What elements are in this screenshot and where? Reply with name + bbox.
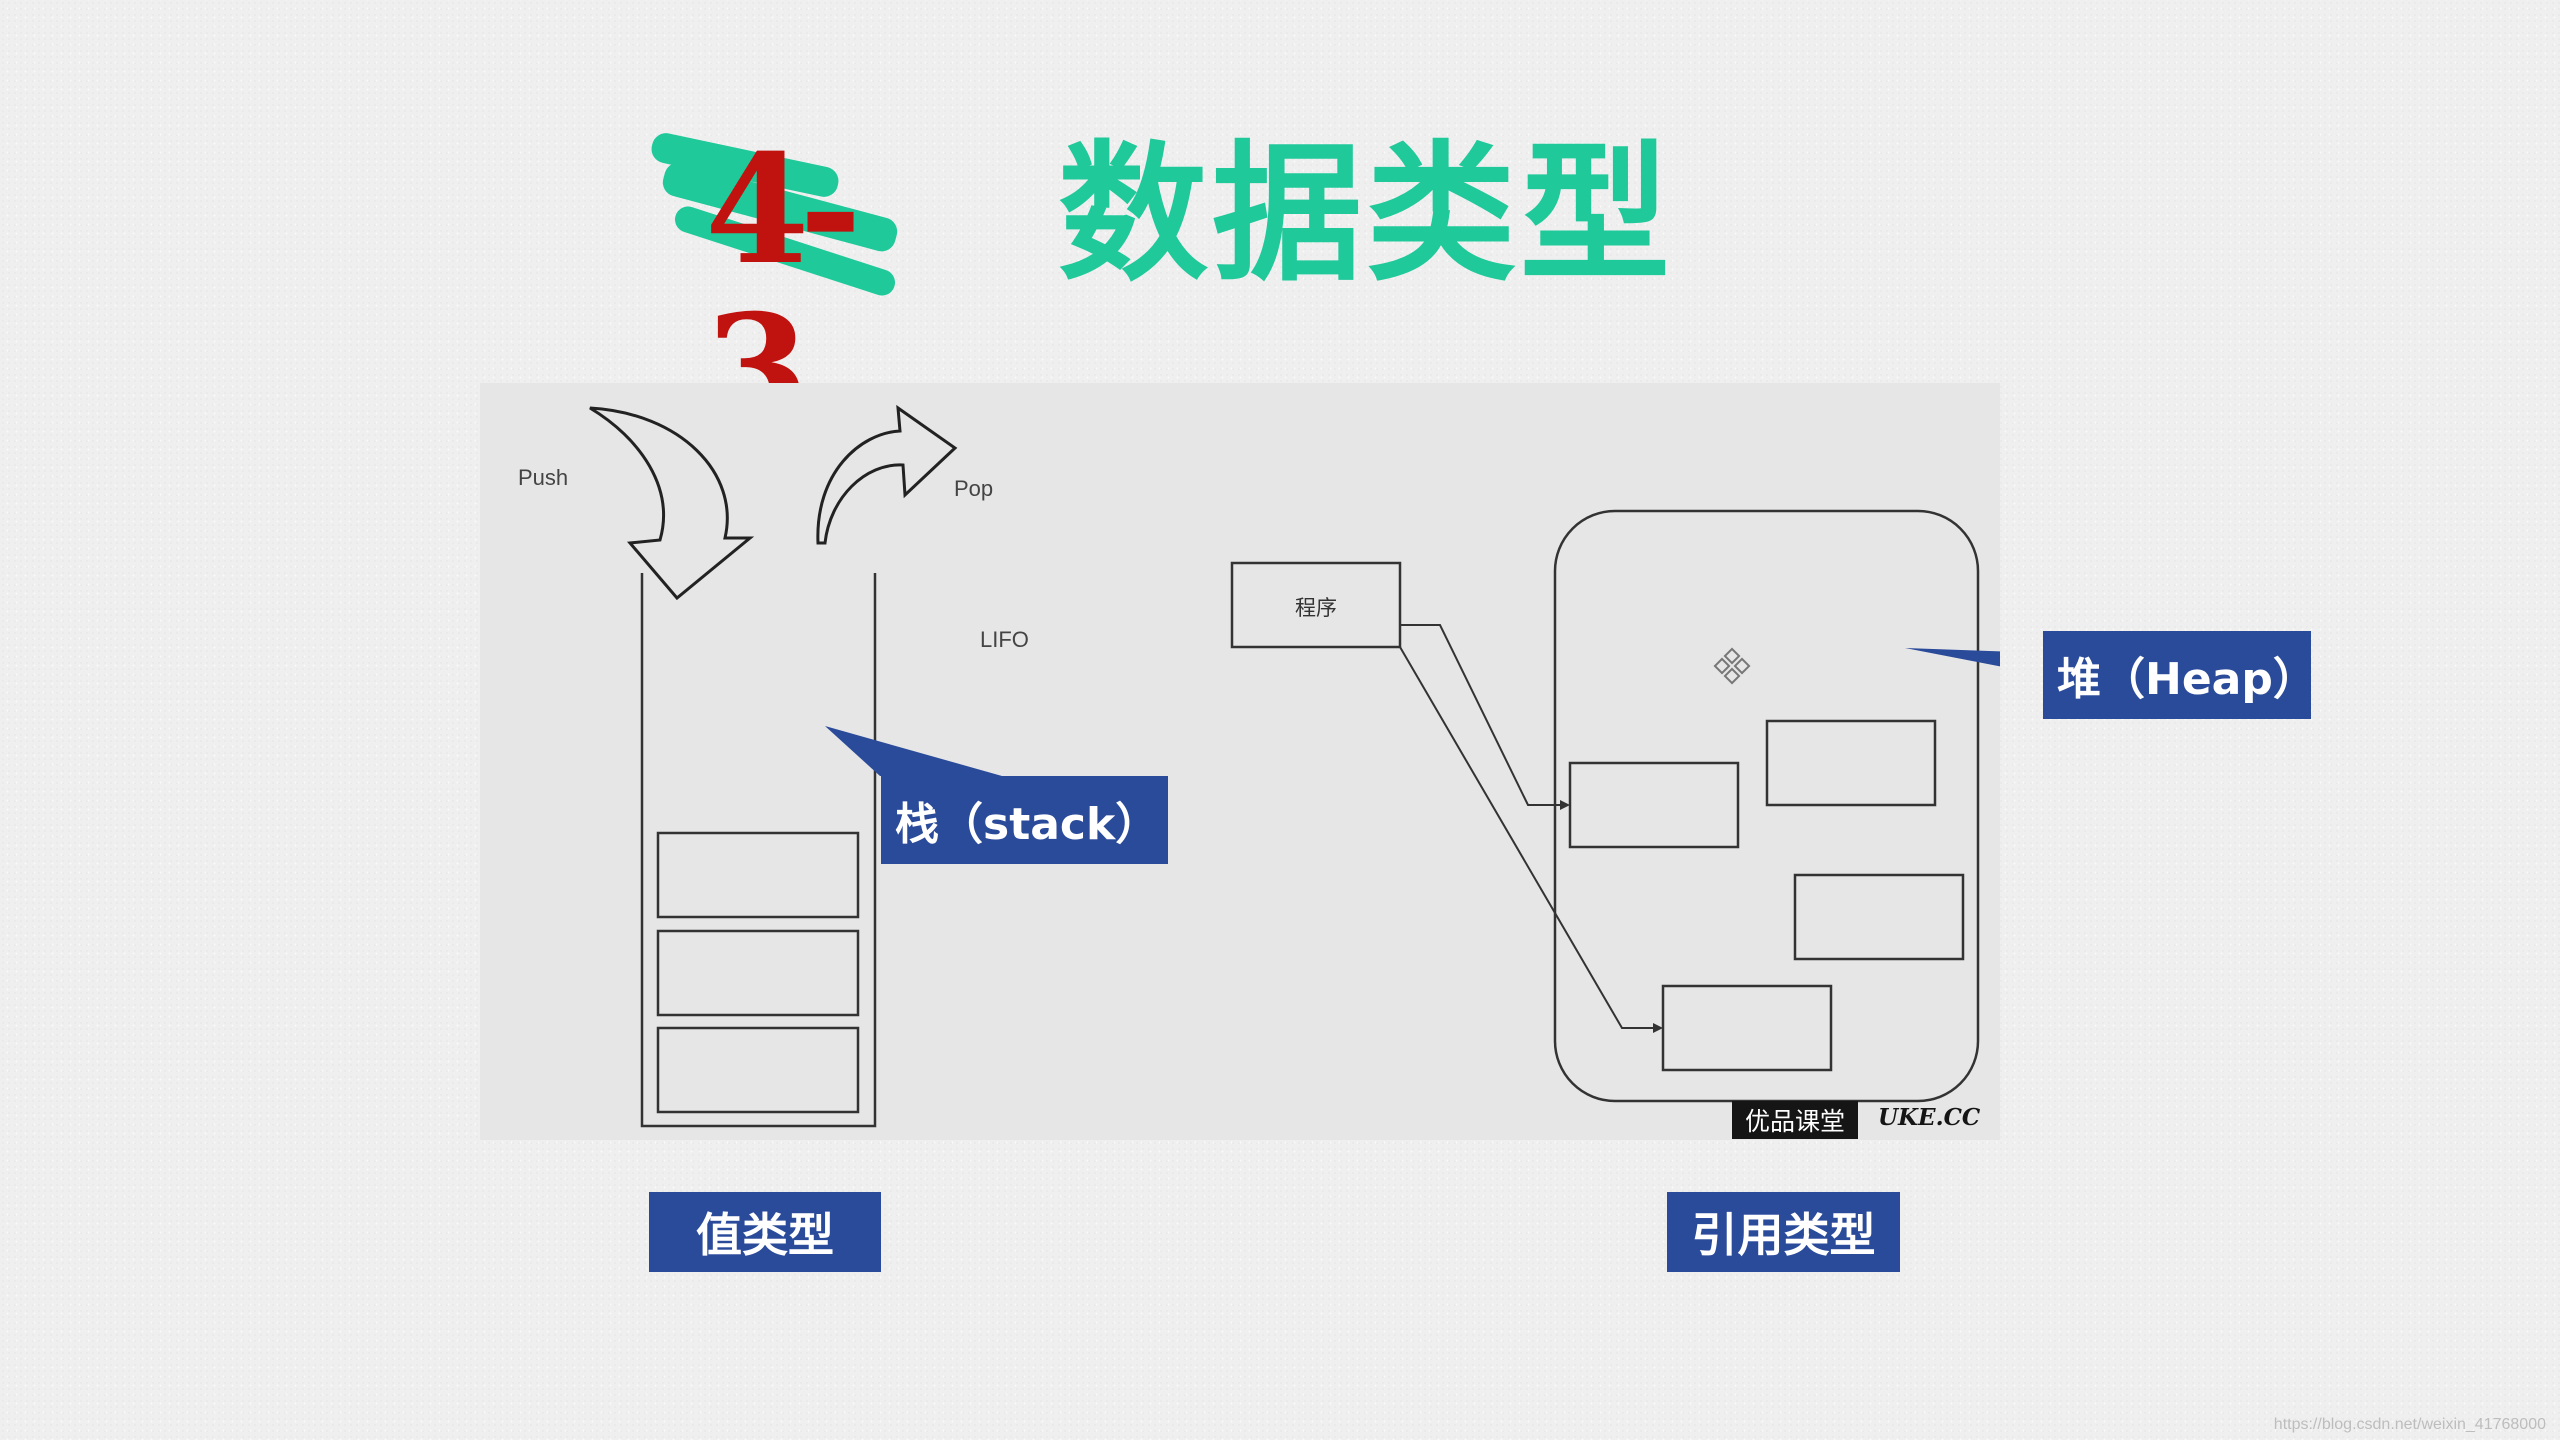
source-url-watermark: https://blog.csdn.net/weixin_41768000 [2273,1416,2546,1433]
value-type-caption: 值类型 [649,1192,881,1272]
section-number-text: 4-3 [705,122,862,458]
stack-slot [656,929,860,1017]
stack-slot [656,831,860,919]
stack-callout: 栈（stack） [881,776,1168,864]
reference-arrow [1400,624,1562,806]
stack-slot [656,1026,860,1114]
heap-callout: 堆（Heap） [2043,631,2317,719]
section-number: 4-3 [640,120,940,450]
heap-object [1661,984,1833,1072]
heap-callout-pointer [1905,648,2000,667]
heap-object [1568,761,1740,849]
reference-arrow [1399,646,1655,1029]
diagram-panel: Push Pop LIFO 程序 [480,383,2000,1140]
heap-object [1793,873,1965,961]
reference-arrow-head [1560,800,1570,810]
diagram-drawing [589,404,2000,1128]
push-label: Push [518,465,569,490]
page-title: 数据类型 [1058,128,1675,302]
pop-arrow-icon [816,404,958,545]
move-marker-icon [1713,647,1751,685]
stack-callout-pointer [825,726,1002,776]
lifo-label: LIFO [980,627,1029,652]
brand-watermark-cn: 优品课堂 [1732,1101,1858,1139]
program-label: 程序 [1295,596,1337,620]
program-box [1230,561,1402,649]
reference-arrow-head [1653,1023,1663,1033]
brand-watermark-en: UKE.CC [1878,1104,1981,1131]
pop-label: Pop [954,476,994,501]
push-arrow-icon [589,406,755,601]
stack-container [640,573,877,1128]
heap-object [1765,719,1937,807]
reference-type-caption: 引用类型 [1667,1192,1900,1272]
